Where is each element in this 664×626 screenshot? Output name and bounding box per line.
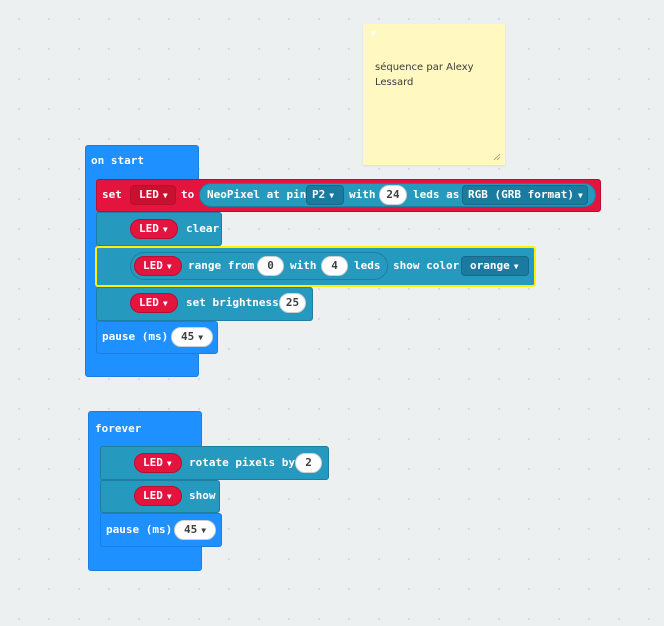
resize-grip-icon[interactable] <box>493 153 501 161</box>
range-from-label: range from <box>188 259 255 272</box>
color-value: orange <box>470 259 510 272</box>
mode-dropdown[interactable]: RGB (GRB format)▼ <box>462 185 588 205</box>
with-label: with <box>290 259 317 272</box>
comment-note[interactable]: ▼ séquence par Alexy Lessard <box>363 24 505 165</box>
pause-value: 45 <box>183 523 198 536</box>
pin-dropdown[interactable]: P2▼ <box>306 185 344 205</box>
rotate-input[interactable]: 2 <box>295 453 322 473</box>
pause-dropdown[interactable]: 45▼ <box>174 520 216 540</box>
color-dropdown[interactable]: orange▼ <box>461 256 529 276</box>
dropdown-arrow-icon: ▼ <box>166 262 172 271</box>
variable-dropdown[interactable]: LED▼ <box>130 219 178 239</box>
pause-dropdown[interactable]: 45▼ <box>171 327 213 347</box>
to-label: to <box>181 188 195 201</box>
variable-name: LED <box>139 222 159 235</box>
on-start-label: on start <box>91 154 144 167</box>
range-count-input[interactable]: 4 <box>321 256 348 276</box>
dropdown-arrow-icon: ▼ <box>162 299 168 308</box>
dropdown-arrow-icon: ▼ <box>513 262 519 271</box>
variable-dropdown[interactable]: LED▼ <box>134 453 182 473</box>
mode-value: RGB (GRB format) <box>468 188 574 201</box>
leds-as-label: leds as <box>413 188 460 201</box>
neopixel-label: NeoPixel at pin <box>207 188 307 201</box>
pin-value: P2 <box>312 188 326 201</box>
dropdown-arrow-icon: ▼ <box>201 526 207 535</box>
brightness-input[interactable]: 25 <box>279 293 306 313</box>
pause-label: pause (ms) <box>102 330 169 343</box>
dropdown-arrow-icon: ▼ <box>162 191 168 200</box>
variable-dropdown[interactable]: LED▼ <box>134 256 182 276</box>
pause-value: 45 <box>180 330 195 343</box>
variable-dropdown[interactable]: LED▼ <box>130 185 176 205</box>
with-label: with <box>349 188 376 201</box>
dropdown-arrow-icon: ▼ <box>198 333 204 342</box>
variable-dropdown[interactable]: LED▼ <box>130 293 178 313</box>
variable-name: LED <box>139 296 159 309</box>
set-label: set <box>102 188 122 201</box>
comment-text[interactable]: séquence par Alexy Lessard <box>375 62 474 88</box>
show-label: show <box>189 489 216 502</box>
dropdown-arrow-icon: ▼ <box>166 492 172 501</box>
chevron-down-icon[interactable]: ▼ <box>371 29 376 38</box>
variable-name: LED <box>143 259 163 272</box>
clear-label: clear <box>186 222 220 235</box>
dropdown-arrow-icon: ▼ <box>329 191 335 200</box>
range-from-input[interactable]: 0 <box>257 256 284 276</box>
leds-label: leds <box>354 259 381 272</box>
variable-name: LED <box>139 188 159 201</box>
dropdown-arrow-icon: ▼ <box>166 459 172 468</box>
dropdown-arrow-icon: ▼ <box>162 225 168 234</box>
show-color-label: show color <box>393 259 460 272</box>
led-count-input[interactable]: 24 <box>379 185 407 205</box>
rotate-label: rotate pixels by <box>189 456 295 469</box>
variable-dropdown[interactable]: LED▼ <box>134 486 182 506</box>
set-brightness-label: set brightness <box>186 296 279 309</box>
dropdown-arrow-icon: ▼ <box>577 191 583 200</box>
variable-name: LED <box>143 489 163 502</box>
pause-label: pause (ms) <box>106 523 173 536</box>
forever-label: forever <box>95 422 142 435</box>
variable-name: LED <box>143 456 163 469</box>
